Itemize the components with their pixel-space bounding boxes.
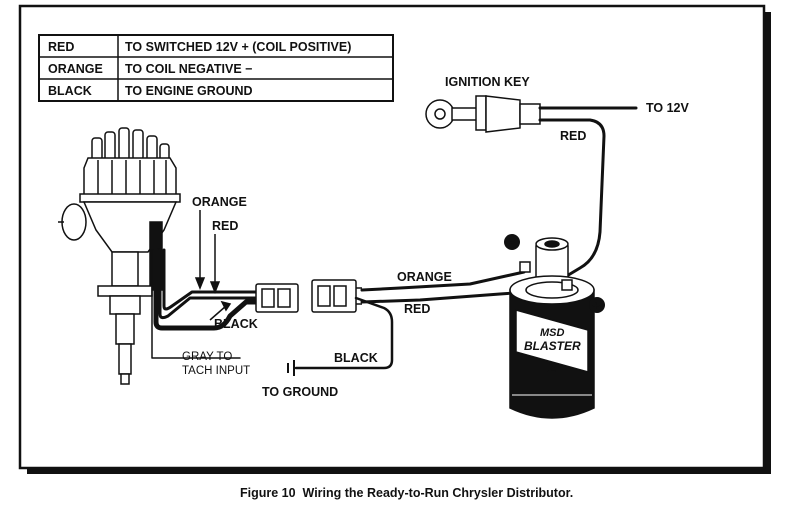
label-orange-coil: ORANGE: [397, 270, 452, 284]
coil-number: 2: [547, 359, 557, 376]
harness-connector-left: [255, 283, 299, 313]
legend-desc-red: TO SWITCHED 12V + (COIL POSITIVE): [125, 40, 351, 54]
coil-negative-marker: −: [504, 234, 520, 250]
coil-positive-marker: +: [589, 297, 605, 313]
minus-icon: −: [507, 235, 515, 250]
legend-desc-orange: TO COIL NEGATIVE −: [125, 62, 252, 76]
label-to-12v: TO 12V: [646, 101, 690, 115]
label-red-ignition: RED: [560, 129, 586, 143]
minus-symbol: −: [245, 62, 252, 76]
color-legend: RED TO SWITCHED 12V + (COIL POSITIVE) OR…: [38, 34, 394, 102]
harness-leaders: [194, 210, 232, 321]
distributor-harness: [151, 247, 263, 359]
legend-desc-black: TO ENGINE GROUND: [125, 84, 253, 98]
coil-model: BLASTER: [524, 339, 581, 353]
ground-wire: [294, 296, 394, 370]
ignition-wires: [538, 106, 638, 282]
harness-connector-right: [311, 279, 362, 313]
ground-symbol: [287, 360, 295, 376]
legend-color-black: BLACK: [48, 84, 92, 98]
plus-icon: +: [592, 298, 600, 313]
legend-color-red: RED: [48, 40, 74, 54]
label-gray-line2: TACH INPUT: [182, 365, 250, 377]
distributor-icon: [58, 127, 181, 385]
label-red-distributor: RED: [212, 219, 238, 233]
label-to-ground: TO GROUND: [262, 385, 338, 399]
ignition-coil-icon: [509, 237, 595, 419]
legend-color-orange: ORANGE: [48, 62, 103, 76]
coil-brand: MSD: [540, 327, 565, 339]
label-orange-distributor: ORANGE: [192, 195, 247, 209]
plus-symbol: +: [241, 40, 248, 54]
label-black-ground: BLACK: [334, 351, 378, 365]
ignition-key-icon: [425, 95, 541, 133]
label-gray-line1: GRAY TO: [182, 351, 232, 363]
label-ignition-key: IGNITION KEY: [445, 75, 530, 89]
label-black-distributor: BLACK: [214, 317, 258, 331]
figure-caption: Figure 10 Wiring the Ready-to-Run Chrysl…: [240, 486, 573, 500]
label-red-coil: RED: [404, 302, 430, 316]
